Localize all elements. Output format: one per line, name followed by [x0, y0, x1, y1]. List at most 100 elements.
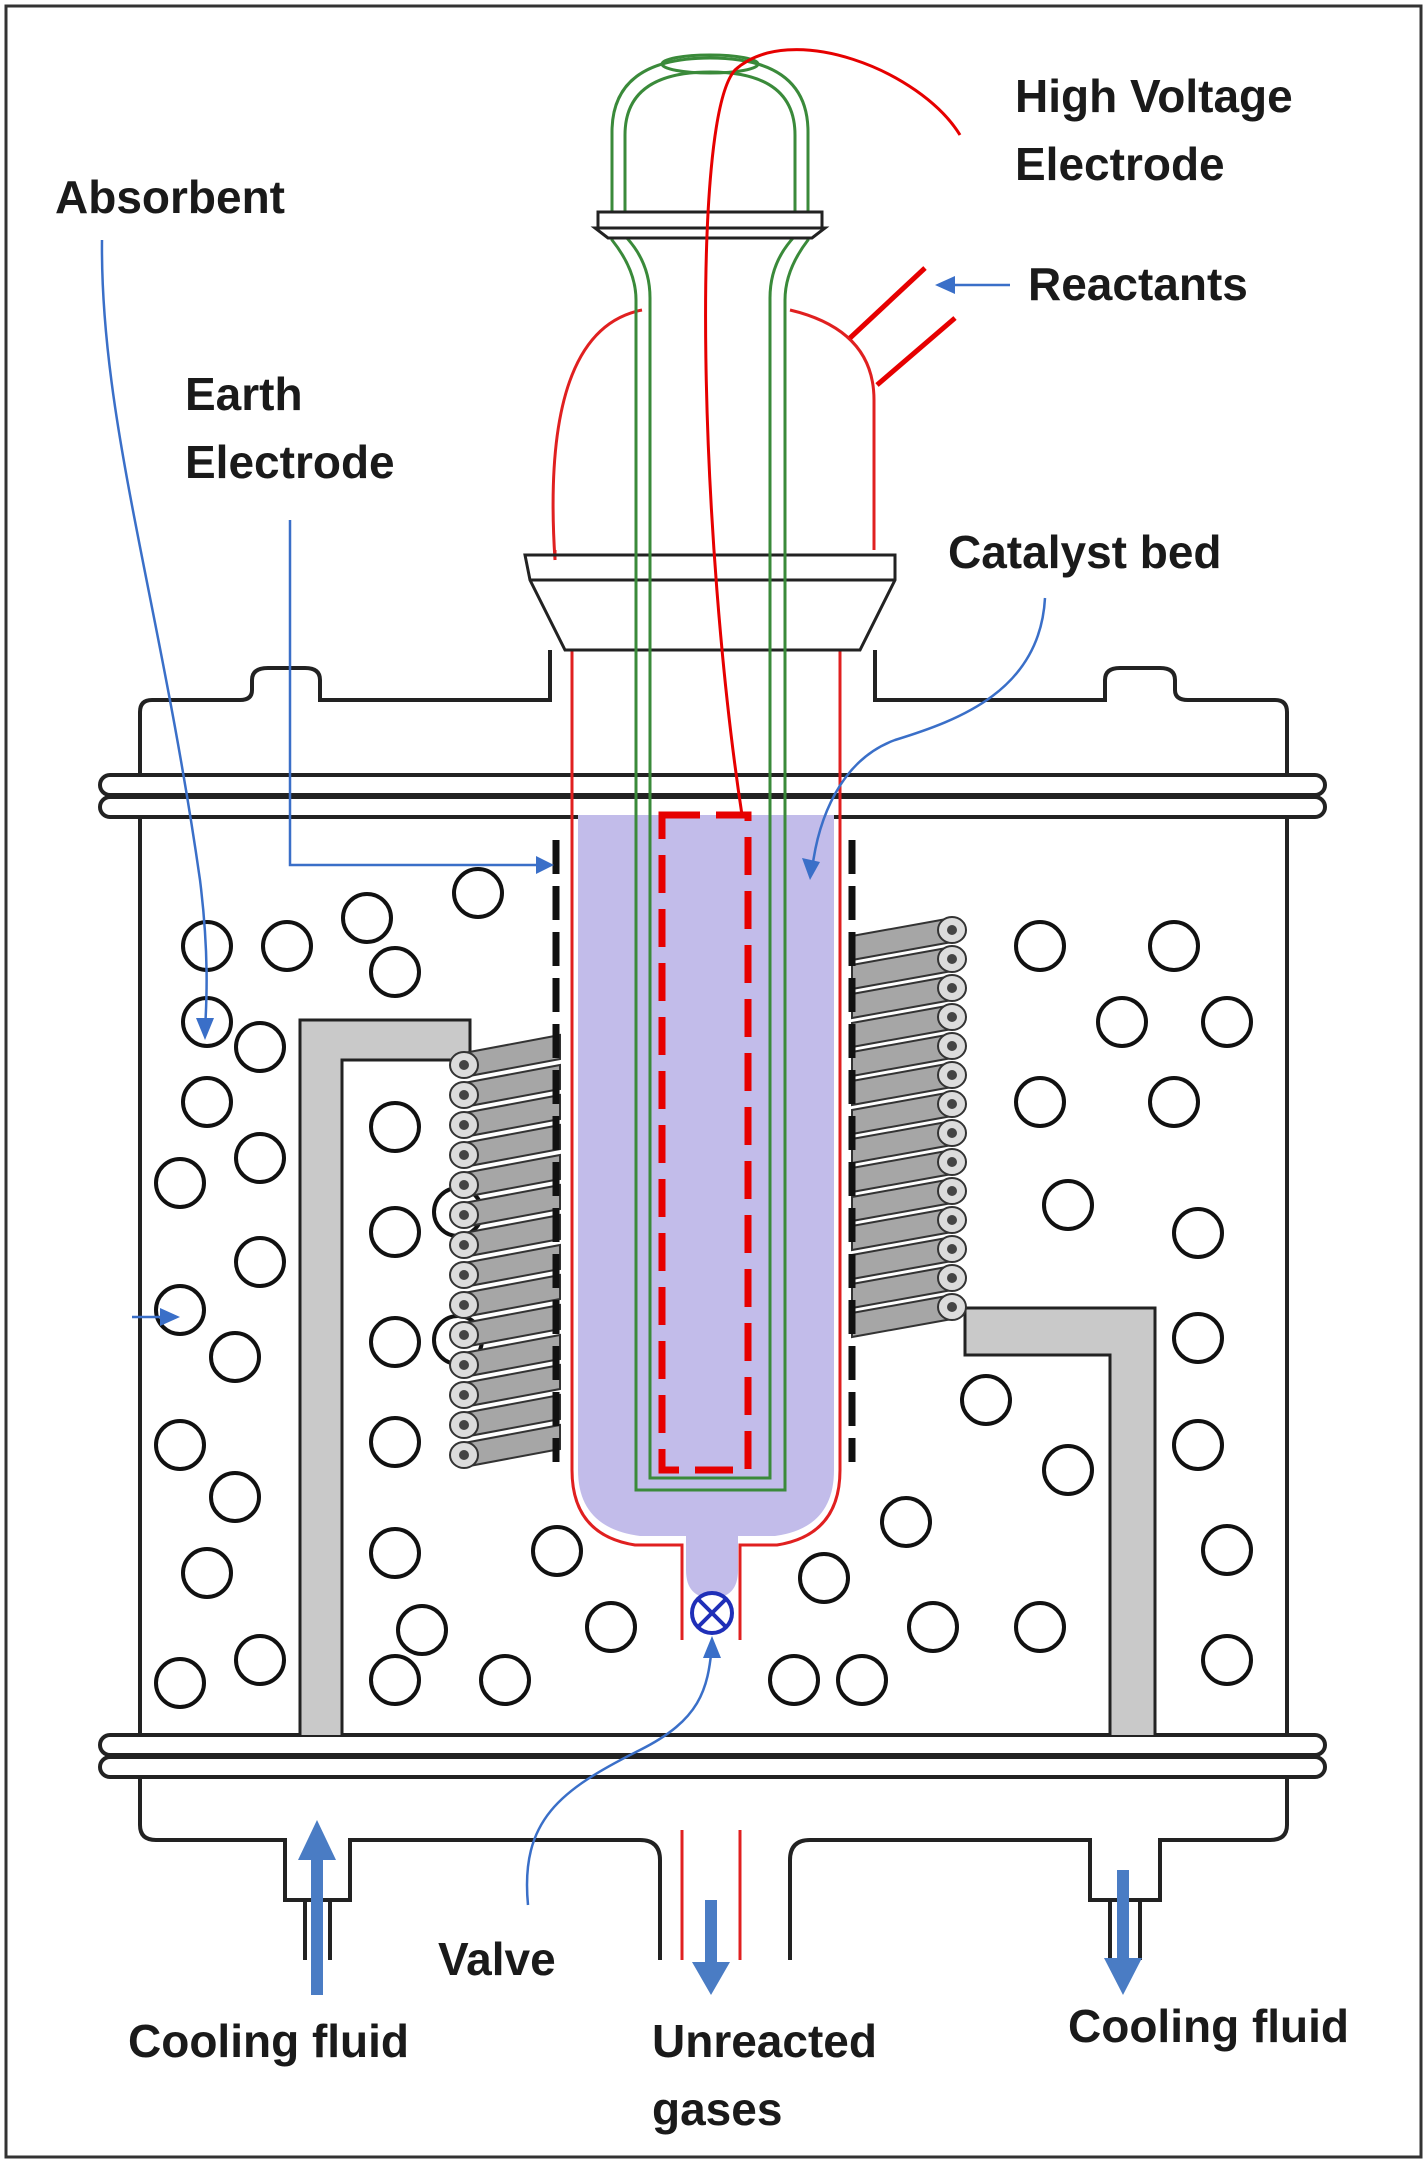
flow-arrow-cooling-in [298, 1820, 336, 1995]
label-unreacted-line1: Unreacted [652, 2015, 877, 2067]
absorbent-particle [452, 867, 504, 919]
absorbent-particle [1014, 920, 1066, 972]
valve-leader [525, 1644, 714, 1906]
label-earth-line2: Electrode [185, 436, 395, 488]
cooling-coil-right [851, 916, 967, 1339]
coil-turn-core [459, 1360, 469, 1370]
absorbent-particle [1014, 1601, 1066, 1653]
coil-turn-core [947, 1215, 957, 1225]
earth-electrode [552, 840, 856, 1462]
figure-border [4, 4, 1423, 2159]
earth-electrode-leader [288, 520, 548, 867]
coil-turn-core [947, 1012, 957, 1022]
absorbent-particle [1096, 996, 1148, 1048]
coil-turn-core [947, 1244, 957, 1254]
absorbent-particle [369, 1206, 421, 1258]
absorbent-particle [369, 1416, 421, 1468]
coil-turn-core [459, 1450, 469, 1460]
absorbent-particle [907, 1601, 959, 1653]
absorbent-leader [100, 239, 208, 1031]
absorbent-particle [181, 1076, 233, 1128]
absorbent-particle [585, 1601, 637, 1653]
coil-turn-core [947, 1273, 957, 1283]
absorbent-particle [369, 1101, 421, 1153]
coil-turn-core [459, 1150, 469, 1160]
absorbent-particle [1201, 996, 1253, 1048]
absorbent-particle [1201, 1524, 1253, 1576]
catalyst-bed-leader [810, 597, 1047, 871]
absorbent-particle [234, 1021, 286, 1073]
coil-turn-core [947, 983, 957, 993]
absorbent-leader-arrowhead [196, 1018, 214, 1040]
label-valve: Valve [438, 1933, 556, 1985]
coil-turn-core [459, 1210, 469, 1220]
coil-turn-core [459, 1060, 469, 1070]
absorbent-particle [369, 1527, 421, 1579]
absorbent-particle [531, 1525, 583, 1577]
coil-turn-core [459, 1330, 469, 1340]
absorbent-particle [1172, 1312, 1224, 1364]
absorbent-particle [341, 892, 393, 944]
cooling-coil-left [449, 1033, 561, 1469]
cooling-pipe-left [298, 1018, 472, 1735]
absorbent-particle [798, 1552, 850, 1604]
valve-leader-arrowhead [703, 1636, 721, 1658]
label-high-voltage-line1: High Voltage [1015, 70, 1293, 122]
coil-turn-core [459, 1270, 469, 1280]
absorbent-particle [1014, 1076, 1066, 1128]
flow-arrow-cooling-out [1104, 1870, 1142, 1995]
coil-turn-core [459, 1240, 469, 1250]
absorbent-particles [154, 867, 1253, 1709]
coil-turn-core [459, 1180, 469, 1190]
valve [690, 1591, 734, 1635]
absorbent-particle [369, 1316, 421, 1368]
coil-turn-core [947, 1302, 957, 1312]
coil-turn-core [947, 1157, 957, 1167]
absorbent-particle [369, 1654, 421, 1706]
cooling-pipe-right [963, 1306, 1157, 1735]
absorbent-particle [209, 1471, 261, 1523]
absorbent-particle [479, 1654, 531, 1706]
high-voltage-wire [704, 48, 962, 816]
coil-turn-core [459, 1090, 469, 1100]
label-earth-line1: Earth [185, 368, 303, 420]
label-reactants: Reactants [1028, 258, 1248, 310]
absorbent-particle [1201, 1634, 1253, 1686]
earth-electrode-leader-arrowhead [536, 856, 554, 874]
label-cooling-fluid-out: Cooling fluid [1068, 2000, 1349, 2052]
absorbent-particle [960, 1374, 1012, 1426]
reactants-leader-arrowhead [935, 276, 955, 294]
coil-turn-core [947, 1099, 957, 1109]
absorbent-particle [234, 1236, 286, 1288]
absorbent-particle [396, 1604, 448, 1656]
label-absorbent: Absorbent [55, 171, 285, 223]
absorbent-particle [154, 1419, 206, 1471]
coil-turn-core [947, 1186, 957, 1196]
coil-turn-core [947, 1128, 957, 1138]
absorbent-particle [1172, 1207, 1224, 1259]
coil-turn-core [459, 1420, 469, 1430]
absorbent-particle [154, 1157, 206, 1209]
absorbent-particle [768, 1654, 820, 1706]
absorbent-particle [181, 1547, 233, 1599]
absorbent-particle [1172, 1419, 1224, 1471]
high-voltage-electrode [658, 811, 752, 1474]
reactor-tube [551, 308, 876, 1960]
coil-turn-core [947, 1070, 957, 1080]
absorbent-particle [1148, 1076, 1200, 1128]
absorbent-particle [880, 1496, 932, 1548]
reactor-neck-joint [523, 553, 897, 652]
coil-turn-core [459, 1390, 469, 1400]
absorbent-particle [154, 1657, 206, 1709]
catalyst-bed [578, 815, 834, 1598]
catalyst-bed-leader-arrowhead [802, 858, 820, 880]
coil-turn-core [947, 925, 957, 935]
absorbent-particle [234, 1132, 286, 1184]
coil-turn-core [947, 954, 957, 964]
label-high-voltage-line2: Electrode [1015, 138, 1225, 190]
coil-turn-core [947, 1041, 957, 1051]
label-cooling-fluid-in: Cooling fluid [128, 2015, 409, 2067]
absorbent-particle [1148, 920, 1200, 972]
absorbent-particle [836, 1654, 888, 1706]
